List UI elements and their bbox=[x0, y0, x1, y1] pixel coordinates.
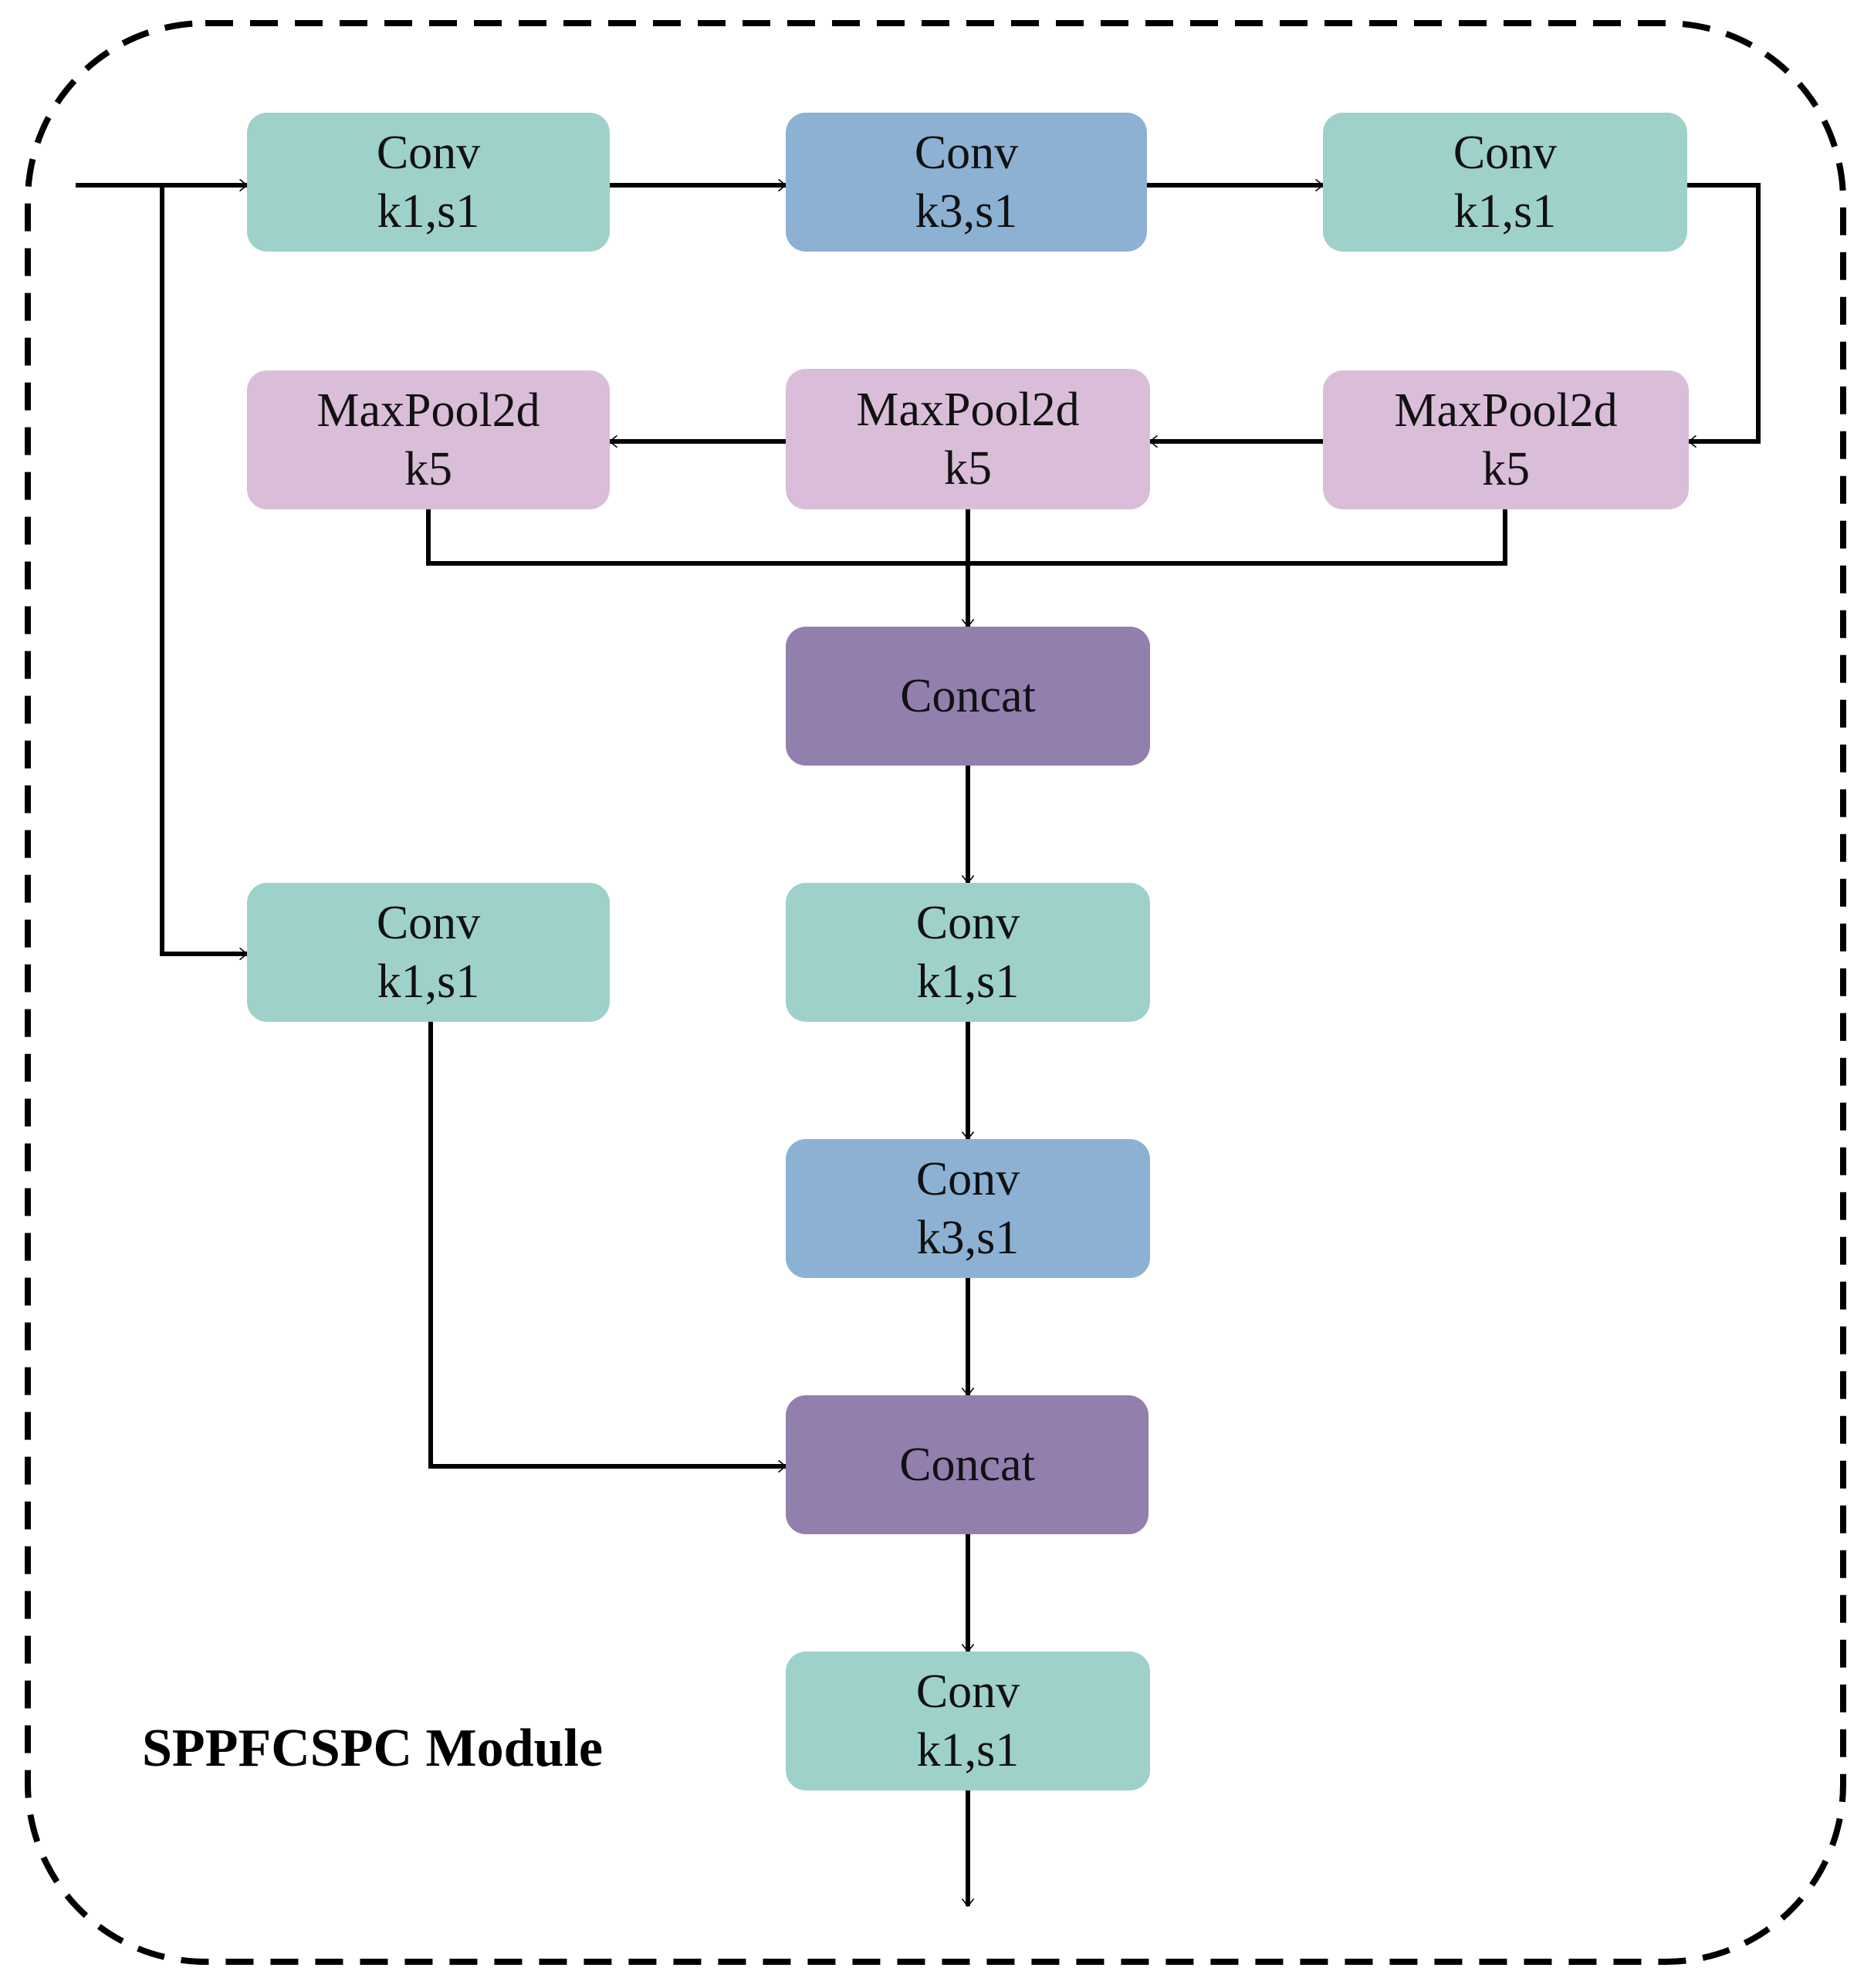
conv-k1-block bbox=[247, 883, 610, 1022]
conv-k1-block bbox=[1323, 113, 1687, 252]
node-label: Conv bbox=[377, 127, 480, 179]
concat-block bbox=[786, 627, 1150, 766]
node-params: k5 bbox=[1482, 443, 1530, 495]
conv-k1-block bbox=[786, 1652, 1150, 1790]
node-conv4: Conv k1,s1 bbox=[786, 883, 1150, 1022]
edge-mp1-to-concat1 bbox=[426, 509, 968, 566]
edge-conv_side-to-concat2 bbox=[428, 1022, 787, 1472]
edges bbox=[76, 179, 1761, 1907]
node-params: k3,s1 bbox=[917, 1212, 1020, 1264]
node-label: Conv bbox=[916, 897, 1020, 949]
node-conv5: Conv k3,s1 bbox=[786, 1139, 1150, 1278]
maxpool-block bbox=[247, 370, 610, 509]
node-params: k1,s1 bbox=[377, 955, 480, 1008]
module-frame bbox=[25, 20, 1846, 1965]
node-params: k1,s1 bbox=[917, 955, 1020, 1008]
conv-k3-block bbox=[786, 1139, 1150, 1278]
node-params: k5 bbox=[404, 443, 452, 495]
node-label: MaxPool2d bbox=[1394, 384, 1617, 437]
node-conv2: Conv k3,s1 bbox=[786, 113, 1147, 252]
node-label: MaxPool2d bbox=[856, 384, 1079, 436]
edge-conv3-to-mp3 bbox=[1687, 183, 1761, 448]
nodes: Convk1,s1Convk3,s1Convk1,s1MaxPool2dk5Ma… bbox=[247, 113, 1689, 1790]
node-mp1: MaxPool2d k5 bbox=[247, 370, 610, 509]
node-label: Conv bbox=[915, 127, 1018, 179]
edge-mp3-to-concat1 bbox=[968, 509, 1507, 566]
node-label: Conv bbox=[1453, 127, 1557, 179]
node-label: Conv bbox=[916, 1665, 1020, 1718]
conv-k3-block bbox=[786, 113, 1147, 252]
node-mp3: MaxPool2d k5 bbox=[1323, 370, 1689, 509]
module-title: SPPFCSPC Module bbox=[142, 1719, 603, 1778]
node-params: k1,s1 bbox=[917, 1724, 1020, 1777]
conv-k1-block bbox=[786, 883, 1150, 1022]
node-label: Concat bbox=[899, 1439, 1035, 1491]
concat-block bbox=[786, 1395, 1149, 1534]
edge-input-to-conv_side bbox=[160, 185, 248, 960]
node-mp2: MaxPool2d k5 bbox=[786, 369, 1150, 509]
node-params: k1,s1 bbox=[377, 185, 480, 238]
node-conv_side: Conv k1,s1 bbox=[247, 883, 610, 1022]
node-conv3: Conv k1,s1 bbox=[1323, 113, 1687, 252]
node-label: Conv bbox=[916, 1153, 1020, 1205]
node-conv6: Conv k1,s1 bbox=[786, 1652, 1150, 1790]
node-label: Concat bbox=[900, 670, 1036, 722]
maxpool-block bbox=[786, 369, 1150, 509]
maxpool-block bbox=[1323, 370, 1689, 509]
node-concat2: Concat bbox=[786, 1395, 1149, 1534]
node-label: MaxPool2d bbox=[316, 384, 540, 437]
node-label: Conv bbox=[377, 897, 480, 949]
conv-k1-block bbox=[247, 113, 610, 252]
node-conv1: Conv k1,s1 bbox=[247, 113, 610, 252]
node-params: k5 bbox=[944, 442, 992, 495]
node-concat1: Concat bbox=[786, 627, 1150, 766]
node-params: k3,s1 bbox=[915, 185, 1018, 238]
node-params: k1,s1 bbox=[1454, 185, 1557, 238]
